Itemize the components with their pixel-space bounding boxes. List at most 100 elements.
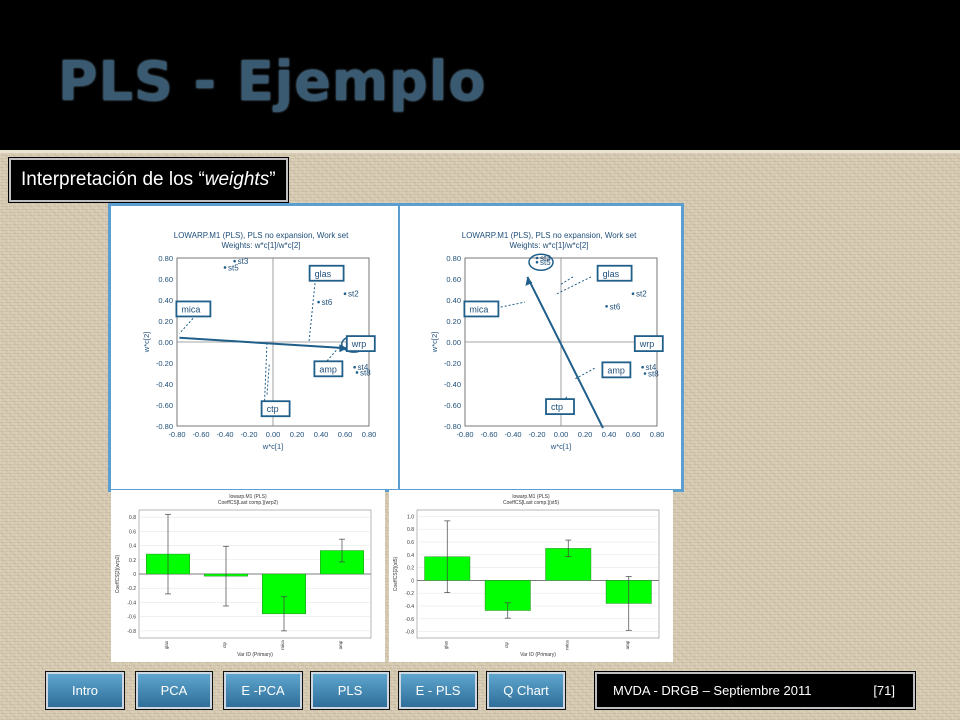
point-marker <box>223 266 227 269</box>
nav-e-pca-button[interactable]: E -PCA <box>223 671 303 710</box>
variable-label: glas <box>603 269 620 279</box>
y-axis-label: w*c[2] <box>430 332 439 353</box>
projection-line <box>308 283 316 343</box>
variable-box <box>545 398 575 416</box>
y-tick-label: 0.8 <box>407 527 414 533</box>
footer-text: MVDA - DRGB – Septiembre 2011 <box>613 683 812 698</box>
variable-label: ctp <box>267 404 279 414</box>
y-tick-label: 0 <box>411 578 414 584</box>
x-tick-label: 0.80 <box>650 430 665 439</box>
y-tick-label: 0.00 <box>158 338 173 347</box>
y-tick-label: 1.0 <box>407 514 414 520</box>
y-tick-label: 0.60 <box>158 275 173 284</box>
y-tick-label: -0.40 <box>444 380 461 389</box>
nav-pca-button[interactable]: PCA <box>135 671 213 710</box>
variable-label: mica <box>469 304 488 314</box>
y-tick-label: -0.80 <box>156 422 173 431</box>
nav-intro-button[interactable]: Intro <box>45 671 125 710</box>
plot-title-line2: Weights: w*c[1]/w*c[2] <box>222 241 301 250</box>
point-marker <box>535 260 539 264</box>
variable-box <box>345 335 376 353</box>
x-tick-label: 0.20 <box>578 430 593 439</box>
point-marker <box>631 292 635 295</box>
x-tick-label: glas <box>164 640 169 649</box>
direction-line <box>526 276 604 429</box>
point-marker <box>641 365 644 369</box>
variable-box <box>175 300 212 318</box>
weights-plots-svg: LOWARP.M1 (PLS), PLS no expansion, Work … <box>142 206 665 489</box>
coef-chart-right-svg: lowarp.M1 (PLS)CoeffCS[Last comp.](st5)1… <box>393 494 660 658</box>
x-tick-label: 0.00 <box>266 430 281 439</box>
plot-title-line2: Weights: w*c[1]/w*c[2] <box>510 241 589 250</box>
y-tick-label: -0.6 <box>405 617 414 623</box>
point-label: st8 <box>648 370 659 379</box>
point-marker <box>353 365 356 369</box>
point-label: st4 <box>646 363 657 372</box>
nav-e-pls-button[interactable]: E - PLS <box>398 671 478 710</box>
x-tick-label: amp <box>625 640 630 649</box>
point-label: st3 <box>540 254 551 263</box>
coef-chart-left: lowarp.M1 (PLS)CoeffCS[Last comp.](wrp2)… <box>111 490 385 662</box>
point-label: st2 <box>636 290 647 299</box>
point-marker <box>643 372 647 375</box>
variable-box <box>308 264 345 282</box>
plot-title-line1: LOWARP.M1 (PLS), PLS no expansion, Work … <box>174 231 349 240</box>
nav-q-chart-button[interactable]: Q Chart <box>486 671 566 710</box>
variable-box <box>596 264 633 282</box>
x-tick-label: -0.80 <box>456 430 473 439</box>
x-tick-label: 0.00 <box>554 430 569 439</box>
y-tick-label: 0.00 <box>446 338 461 347</box>
subtitle-emphasis: weights <box>204 169 270 190</box>
x-axis-label: w*c[1] <box>550 442 571 451</box>
y-tick-label: -0.20 <box>156 359 173 368</box>
y-tick-label: -0.4 <box>127 600 136 606</box>
x-axis-label: w*c[1] <box>262 442 283 451</box>
variable-box <box>601 361 632 379</box>
point-label: st2 <box>348 290 359 299</box>
plot-title-line1: LOWARP.M1 (PLS), PLS no expansion, Work … <box>462 231 637 240</box>
y-tick-label: 0.60 <box>446 275 461 284</box>
x-tick-label: ctp <box>504 642 509 649</box>
x-tick-label: -0.20 <box>528 430 545 439</box>
y-tick-label: 0.80 <box>446 254 461 263</box>
coef-chart-right: lowarp.M1 (PLS)CoeffCS[Last comp.](st5)1… <box>389 490 673 662</box>
footer-box: MVDA - DRGB – Septiembre 2011 [71] <box>594 671 916 710</box>
x-tick-label: -0.80 <box>168 430 185 439</box>
y-tick-label: -0.2 <box>405 591 414 597</box>
point-label: st5 <box>228 263 239 272</box>
x-tick-label: 0.60 <box>338 430 353 439</box>
chart-title: lowarp.M1 (PLS) <box>229 494 267 500</box>
variable-box <box>260 400 291 418</box>
x-tick-label: -0.60 <box>480 430 497 439</box>
y-tick-label: 0.80 <box>158 254 173 263</box>
variable-label: wrp <box>351 339 367 349</box>
direction-arrowhead <box>525 276 533 286</box>
x-tick-label: mica <box>564 640 569 650</box>
chart-subtitle: CoeffCS[Last comp.](wrp2) <box>218 500 279 506</box>
x-axis-label: Var ID (Primary) <box>237 652 273 658</box>
point-label: st5 <box>540 258 551 267</box>
nav-pls-button[interactable]: PLS <box>310 671 390 710</box>
y-tick-label: -0.4 <box>405 604 414 610</box>
x-tick-label: ctp <box>222 642 227 649</box>
y-tick-label: 0.6 <box>129 529 136 535</box>
weights-plot-panel: LOWARP.M1 (PLS), PLS no expansion, Work … <box>108 203 684 492</box>
point-marker <box>343 292 347 295</box>
x-tick-label: 0.20 <box>290 430 305 439</box>
chart-title: lowarp.M1 (PLS) <box>512 494 550 500</box>
variable-label: ctp <box>551 402 563 412</box>
y-tick-label: -0.60 <box>444 401 461 410</box>
y-tick-label: 0.4 <box>407 553 414 559</box>
x-tick-label: 0.40 <box>602 430 617 439</box>
x-tick-label: -0.40 <box>216 430 233 439</box>
variable-box <box>313 360 344 378</box>
projection-line <box>266 362 270 395</box>
slide-title: PLS - Ejemplo <box>58 50 487 113</box>
y-tick-label: 0.2 <box>407 566 414 572</box>
y-tick-label: 0.6 <box>407 540 414 546</box>
y-tick-label: 0.20 <box>158 317 173 326</box>
page-number: [71] <box>873 683 895 698</box>
x-tick-label: mica <box>280 640 285 650</box>
variable-label: amp <box>319 364 337 374</box>
point-label: st6 <box>610 302 621 311</box>
